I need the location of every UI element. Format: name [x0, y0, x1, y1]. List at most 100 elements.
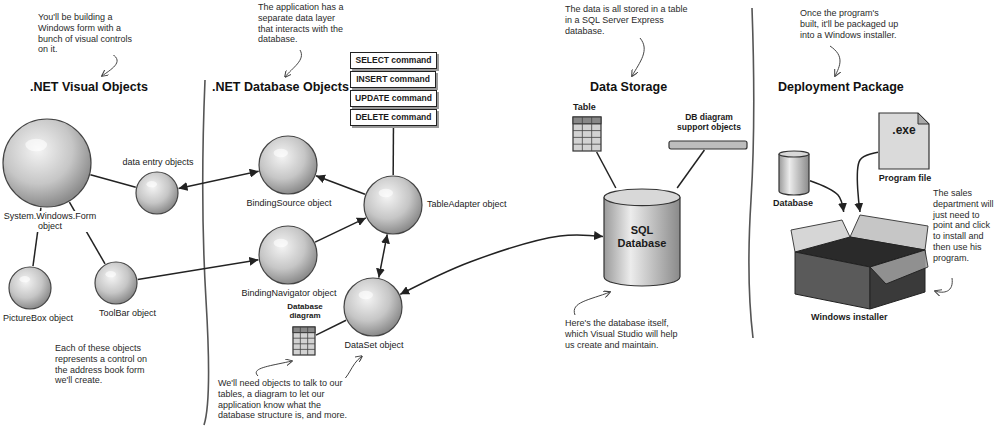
box-flap	[870, 250, 928, 284]
section-heading: .NET Database Objects	[212, 80, 349, 95]
shape-outline	[94, 261, 138, 305]
connector	[597, 152, 616, 188]
grid-line	[573, 137, 601, 138]
annotation-note: You'll be building a Windows form with a…	[38, 12, 138, 55]
connector	[179, 171, 259, 188]
document-fold	[918, 113, 929, 124]
annotation-note: Here's the database itself, which Visual…	[565, 318, 680, 350]
grid-line	[591, 117, 592, 151]
connector	[316, 176, 365, 195]
section-heading: Deployment Package	[778, 80, 904, 95]
section-divider	[749, 8, 754, 338]
shape-outline	[258, 225, 318, 285]
leader-line	[285, 50, 301, 77]
shape-outline	[572, 116, 602, 152]
installer-box: Windows installer	[790, 212, 930, 310]
node-caption: Program file	[874, 173, 936, 183]
cylinder-top	[604, 189, 680, 206]
node-text: SELECT command	[355, 56, 431, 66]
shape-outline	[343, 277, 403, 337]
highlight	[359, 291, 373, 299]
grid-line	[573, 130, 601, 131]
connector	[400, 235, 603, 294]
grid-outline	[293, 327, 315, 355]
section-divider	[203, 80, 209, 425]
grid-header	[573, 117, 601, 124]
connector	[90, 175, 135, 187]
grid-line	[293, 343, 315, 344]
sphere	[344, 278, 402, 336]
object-sphere: ToolBar object	[94, 261, 138, 305]
node-caption: TableAdapter object	[426, 199, 508, 209]
highlight	[274, 149, 288, 157]
command-box: SELECT command	[350, 52, 437, 69]
database-cylinder: Database	[778, 150, 810, 195]
shape-outline	[790, 212, 930, 310]
command-box: UPDATE command	[350, 90, 437, 107]
sphere	[3, 119, 91, 207]
shape-outline	[778, 150, 810, 195]
command-box: INSERT command	[350, 71, 436, 88]
grid-outline	[573, 117, 601, 151]
node-caption: DataSet object	[338, 340, 410, 350]
highlight	[146, 181, 157, 187]
command-box: DELETE command	[350, 109, 437, 126]
shape-outline	[363, 175, 423, 235]
node-caption: PictureBox object	[2, 313, 74, 323]
shape-outline	[668, 140, 748, 150]
object-sphere: BindingNavigator object	[258, 225, 318, 285]
node-text: INSERT command	[356, 75, 430, 85]
node-caption: ToolBar object	[98, 308, 157, 318]
sphere	[364, 176, 422, 234]
node-text: UPDATE command	[355, 94, 432, 104]
annotation-note: We'll need objects to talk to our tables…	[218, 378, 353, 421]
highlight	[19, 276, 30, 282]
database-cylinder: SQL Database	[603, 188, 681, 286]
grid-line	[573, 144, 601, 145]
node-caption: BindingSource object	[238, 198, 340, 208]
highlight	[105, 271, 116, 277]
program-file: .exeProgram file	[878, 112, 930, 170]
node-caption: Table	[572, 102, 597, 112]
shape-outline	[2, 118, 92, 208]
cylinder-body	[604, 197, 680, 286]
bar-shape	[669, 141, 747, 149]
connector	[392, 126, 394, 175]
node-caption: DB diagram support objects	[668, 113, 750, 133]
leader-line	[935, 278, 952, 292]
node-caption: Database diagram	[278, 302, 332, 320]
support-bar: DB diagram support objects	[668, 140, 748, 150]
object-sphere: TableAdapter object	[363, 175, 423, 235]
node-caption: BindingNavigator object	[233, 288, 345, 298]
cylinder-top	[779, 151, 809, 157]
object-sphere: BindingSource object	[258, 135, 318, 195]
connector	[677, 150, 704, 188]
form-object: System.Windows.Form object	[2, 118, 92, 208]
object-sphere: data entry objects	[135, 171, 179, 215]
node-text: SQL Database	[611, 224, 673, 249]
grid-line	[293, 349, 315, 350]
leader-line	[830, 46, 840, 76]
highlight	[25, 139, 47, 152]
highlight	[379, 189, 393, 197]
sphere	[95, 262, 137, 304]
sphere	[9, 267, 51, 309]
shape-outline	[258, 135, 318, 195]
box-front	[795, 252, 870, 309]
grid-line	[582, 117, 583, 151]
shape-outline	[878, 112, 930, 170]
leader-line	[632, 38, 644, 76]
grid-header	[293, 327, 315, 333]
annotation-note: The sales department will just need to p…	[933, 188, 995, 264]
leader-line	[256, 361, 292, 376]
annotation-note: The data is all stored in a table in a S…	[565, 4, 690, 36]
cylinder-body	[779, 154, 809, 195]
box-flap	[791, 220, 850, 252]
node-caption: Database	[772, 198, 814, 208]
sphere	[259, 136, 317, 194]
diagram-icon: Database diagram	[292, 326, 316, 356]
connector	[316, 320, 346, 335]
shape-outline	[292, 326, 316, 356]
